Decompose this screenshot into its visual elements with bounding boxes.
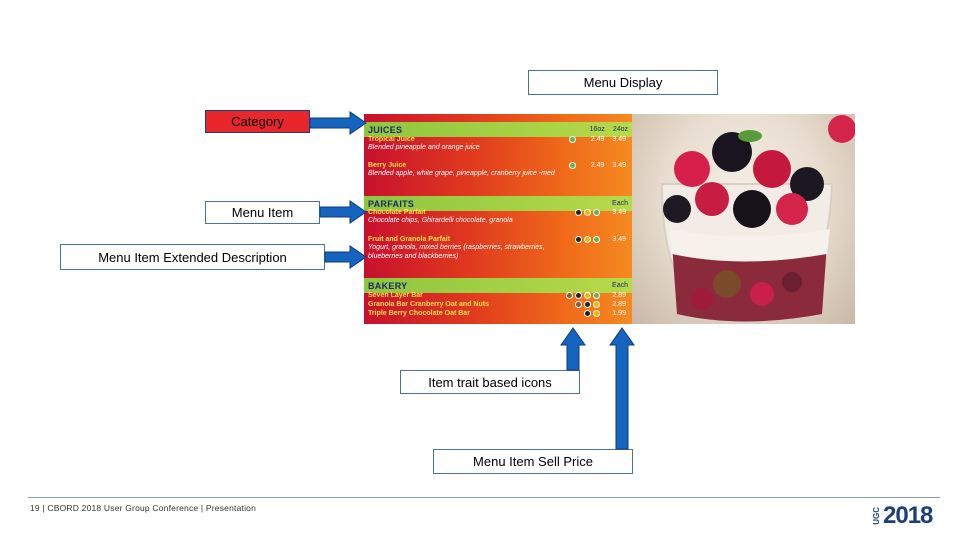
menu-item: Seven Layer Bar 2.89	[368, 292, 630, 299]
vegetarian-icon	[593, 292, 600, 299]
category-row-juices: JUICES 16oz 24oz	[364, 122, 632, 137]
balanced-icon	[584, 310, 591, 317]
menu-item-text: Menu Item	[231, 205, 294, 220]
category-name: JUICES	[368, 124, 403, 135]
arrow-sell-price	[609, 327, 635, 450]
vegetarian-icon	[593, 209, 600, 216]
vegetarian-icon	[569, 136, 576, 143]
spicy-icon	[593, 301, 600, 308]
price: 3.49	[612, 162, 626, 169]
sell-price-label: Menu Item Sell Price	[433, 449, 633, 474]
price: 2.49	[590, 162, 605, 169]
footer-text: 19 | CBORD 2018 User Group Conference | …	[30, 503, 257, 513]
extended-description-label: Menu Item Extended Description	[60, 244, 325, 270]
balanced-icon	[584, 301, 591, 308]
spicy-icon	[584, 236, 591, 243]
arrow-trait-icons	[560, 327, 586, 371]
menu-item-name: Chocolate Parfait	[368, 209, 426, 216]
menu-item-description: Blended apple, white grape, pineapple, c…	[368, 170, 555, 177]
extended-description-text: Menu Item Extended Description	[98, 249, 287, 265]
category-name: BAKERY	[368, 280, 408, 291]
price: 3.49	[612, 209, 626, 216]
size-column: 16oz	[589, 126, 605, 133]
menu-item: Berry Juice Blended apple, white grape, …	[368, 162, 630, 178]
menu-display-text: Menu Display	[583, 75, 663, 90]
menu-display-label: Menu Display	[528, 70, 718, 95]
menu-item-name: Berry Juice	[368, 162, 407, 169]
sell-price-text: Menu Item Sell Price	[473, 454, 593, 469]
arrow-menu-item	[319, 200, 367, 224]
ugc-2018-logo: UGC 2018	[872, 502, 933, 530]
size-column: Each	[612, 200, 628, 207]
category-row-bakery: BAKERY Each	[364, 278, 632, 293]
price: 1.99	[612, 310, 626, 317]
arrow-category	[309, 111, 367, 135]
menu-item: Granola Bar Cranberry Oat and Nuts 2.89	[368, 301, 630, 308]
parfait-photo	[632, 114, 855, 324]
price: 2.89	[612, 292, 626, 299]
price: 3.49	[612, 136, 626, 143]
balanced-icon	[575, 292, 582, 299]
menu-item-description: Chocolate chips, Ghirardelli chocolate, …	[368, 217, 513, 224]
spicy-icon	[584, 292, 591, 299]
menu-item-description: Blended pineapple and orange juice	[368, 144, 480, 151]
balanced-icon	[575, 236, 582, 243]
menu-board: JUICES 16oz 24oz Tropical Juice Blended …	[364, 114, 632, 324]
menu-item-name: Seven Layer Bar	[368, 292, 423, 299]
whole-grain-icon	[575, 301, 582, 308]
balanced-icon	[575, 209, 582, 216]
category-text: Category	[231, 114, 284, 129]
price: 2.89	[612, 301, 626, 308]
menu-item: Triple Berry Chocolate Oat Bar 1.99	[368, 310, 630, 317]
trait-icons-label: Item trait based icons	[400, 370, 580, 394]
menu-item-name: Triple Berry Chocolate Oat Bar	[368, 310, 470, 317]
menu-item-description: Yogurt, granola, mixed berries (raspberr…	[368, 244, 545, 260]
category-row-parfaits: PARFAITS Each	[364, 196, 632, 211]
size-column: 24oz	[612, 126, 628, 133]
parfait-illustration	[660, 115, 855, 324]
price: 2.49	[590, 136, 605, 143]
menu-item-name: Tropical Juice	[368, 136, 415, 143]
category-name: PARFAITS	[368, 198, 415, 209]
trait-icons-text: Item trait based icons	[428, 374, 552, 390]
menu-item-name: Granola Bar Cranberry Oat and Nuts	[368, 301, 489, 308]
footer-divider	[28, 497, 940, 498]
logo-year: 2018	[883, 502, 933, 529]
menu-item: Tropical Juice Blended pineapple and ora…	[368, 136, 630, 152]
menu-item-label: Menu Item	[205, 201, 320, 224]
menu-item: Fruit and Granola Parfait Yogurt, granol…	[368, 236, 630, 261]
menu-item: Chocolate Parfait Chocolate chips, Ghira…	[368, 209, 630, 225]
spicy-icon	[593, 310, 600, 317]
price: 3.49	[612, 236, 626, 243]
size-column: Each	[612, 282, 628, 289]
whole-grain-icon	[566, 292, 573, 299]
arrow-extended-description	[324, 245, 367, 269]
menu-item-name: Fruit and Granola Parfait	[368, 236, 451, 243]
spicy-icon	[584, 209, 591, 216]
logo-ugc: UGC	[872, 507, 881, 525]
category-label: Category	[205, 110, 310, 133]
vegetarian-icon	[569, 162, 576, 169]
vegetarian-icon	[593, 236, 600, 243]
